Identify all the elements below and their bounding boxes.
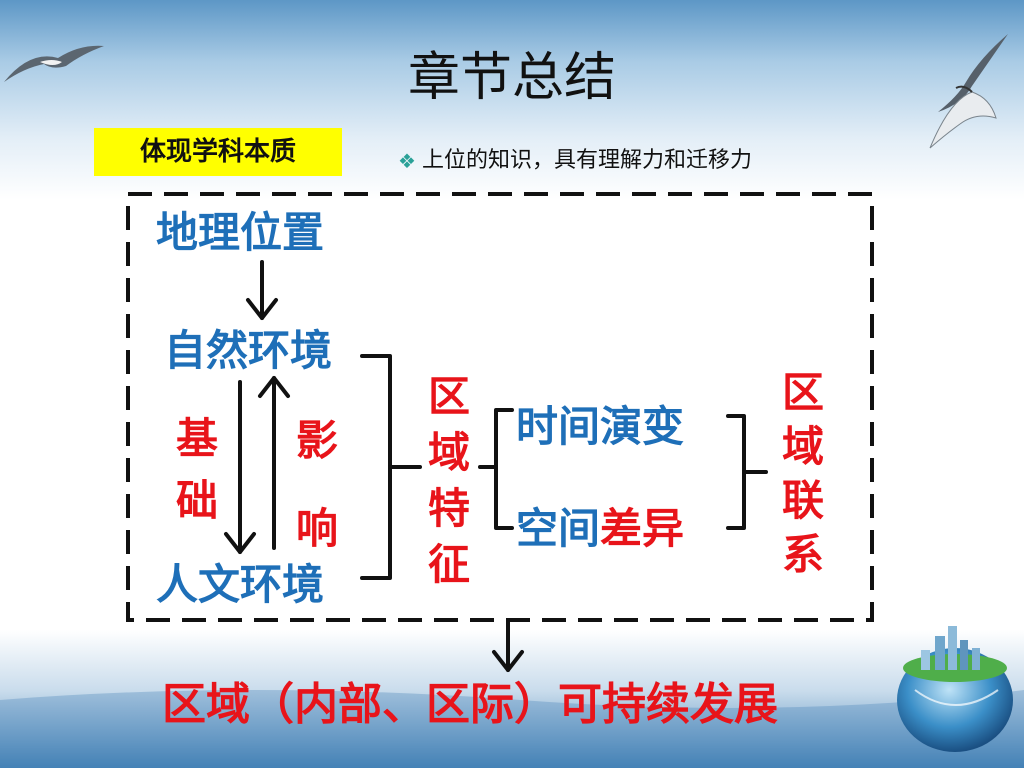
regional-links-char: 系	[782, 530, 825, 579]
regional-features-char: 域	[428, 428, 471, 477]
label-basis: 基 础	[176, 418, 218, 522]
node-regional-links: 区 域 联 系	[782, 372, 824, 576]
label-influence-char: 响	[296, 504, 339, 553]
bullet-text: 上位的知识，具有理解力和迁移力	[421, 148, 752, 173]
node-time-evolution: 时间演变	[516, 402, 685, 451]
regional-features-char: 区	[428, 372, 471, 421]
arrow-basis-down	[224, 380, 256, 554]
seagull-left-icon	[4, 45, 104, 82]
node-space-difference: 空间差异	[516, 508, 684, 550]
city-globe-icon	[897, 626, 1013, 752]
label-basis-char: 础	[176, 476, 219, 525]
space-diff-red: 差异	[600, 504, 685, 553]
regional-links-char: 域	[782, 422, 825, 471]
diamond-bullet-icon: ❖	[398, 149, 416, 173]
node-natural-env: 自然环境	[164, 326, 333, 375]
regional-features-char: 征	[428, 540, 471, 589]
dashed-frame	[126, 192, 874, 622]
bullet-point: ❖ 上位的知识，具有理解力和迁移力	[398, 150, 752, 172]
seagull-right-icon	[929, 34, 1008, 149]
label-influence-char: 影	[296, 416, 339, 465]
core-tag: 体现学科本质	[94, 128, 342, 176]
node-regional-features: 区 域 特 征	[428, 376, 470, 586]
label-influence: 影 响	[296, 420, 338, 550]
regional-features-char: 特	[428, 484, 471, 533]
page-title: 章节总结	[407, 48, 616, 108]
arrow-to-conclusion	[492, 620, 524, 672]
node-human-env: 人文环境	[156, 560, 325, 609]
arrow-influence-up	[258, 376, 290, 550]
regional-links-char: 区	[782, 368, 825, 417]
label-basis-char: 基	[176, 414, 219, 463]
node-geo-location: 地理位置	[156, 208, 325, 257]
conclusion: 区域（内部、区际）可持续发展	[162, 679, 778, 730]
space-diff-blue: 空间	[516, 504, 601, 553]
core-tag-label: 体现学科本质	[139, 137, 296, 167]
arrow-location-to-natural	[246, 260, 278, 320]
regional-links-char: 联	[782, 476, 825, 525]
